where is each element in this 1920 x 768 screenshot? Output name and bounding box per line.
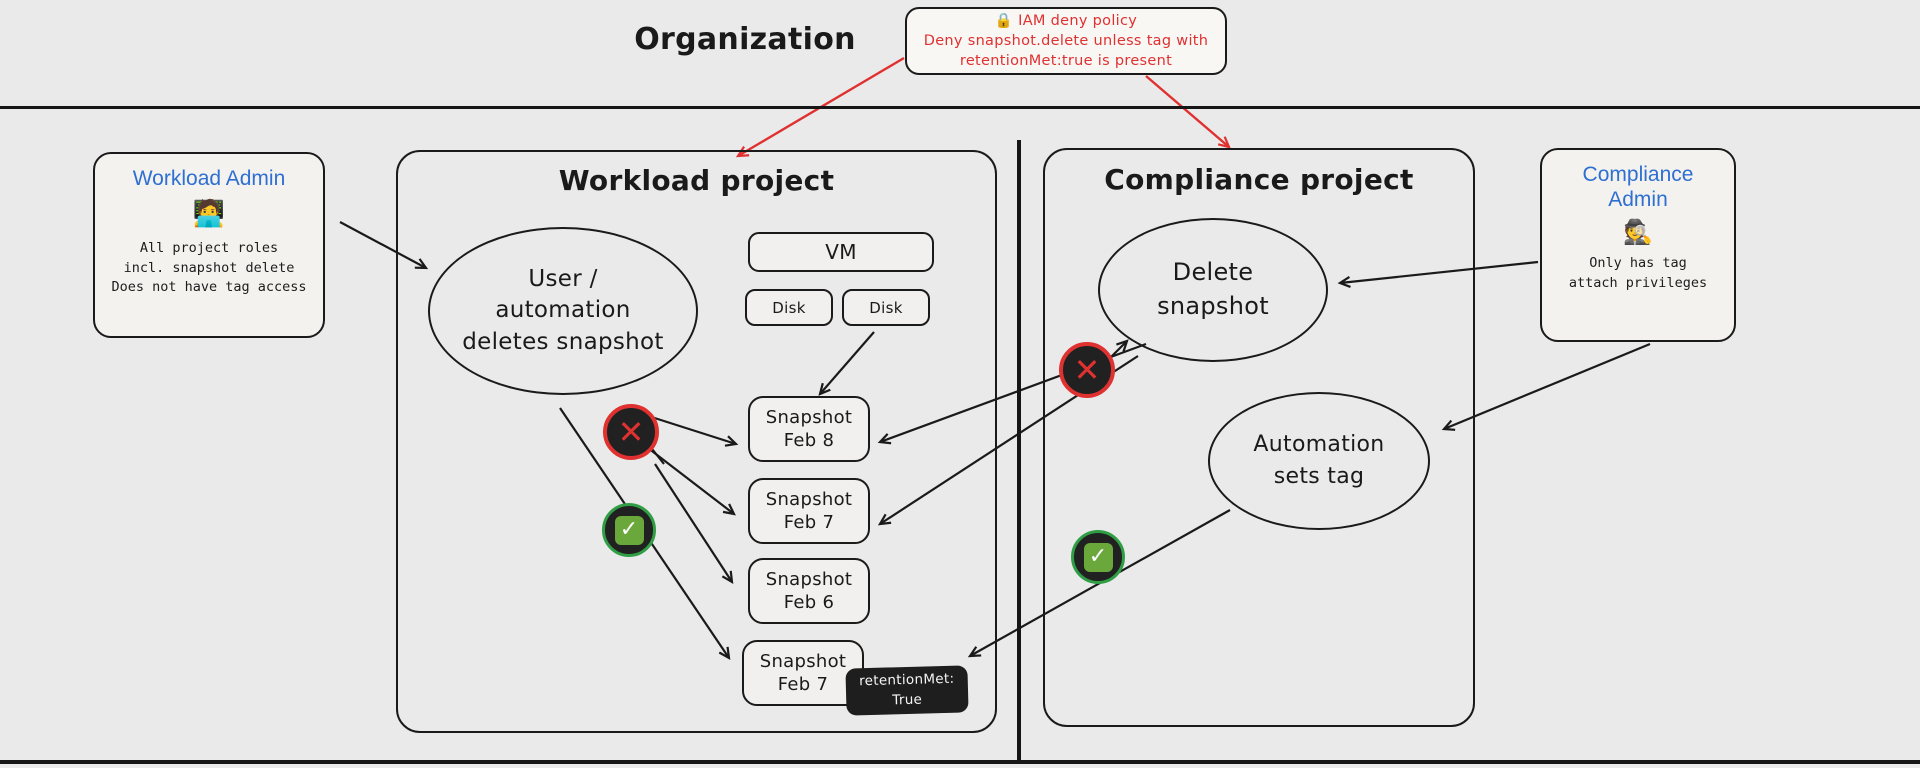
workload-admin-line1: All project roles: [139, 240, 279, 257]
delete-ellipse-line1: Delete: [1172, 258, 1254, 287]
compliance-admin-title-line1: Compliance: [1582, 163, 1694, 186]
lock-icon: 🔒: [994, 12, 1014, 29]
snapshot-feb6-box: Snapshot Feb 6: [748, 558, 870, 624]
organization-title: Organization: [634, 22, 856, 57]
check-mark-icon: ✓: [1083, 542, 1113, 572]
workload-admin-title: Workload Admin: [132, 167, 286, 190]
policy-note-title: IAM deny policy: [1018, 12, 1138, 29]
deny-icon-workload: ✕: [603, 404, 659, 460]
actor-line3: deletes snapshot: [462, 328, 664, 355]
delete-snapshot-ellipse: Delete snapshot: [1098, 218, 1328, 362]
arrow-policy-to-compliance-project: [1145, 75, 1231, 149]
compliance-admin-line1: Only has tag: [1589, 255, 1687, 272]
iam-deny-policy-note: 🔒 IAM deny policy Deny snapshot.delete u…: [905, 7, 1227, 75]
compliance-project-title: Compliance project: [1104, 163, 1414, 196]
allow-icon-workload: ✓: [602, 503, 656, 557]
deny-icon-compliance: ✕: [1059, 342, 1115, 398]
disk-box-1: Disk: [745, 289, 833, 326]
delete-ellipse-line2: snapshot: [1157, 292, 1269, 320]
retention-tag-badge: retentionMet: True: [845, 665, 969, 716]
policy-note-line2: Deny snapshot.delete unless tag with: [923, 32, 1209, 49]
compliance-admin-title: Compliance Admin: [1583, 162, 1694, 212]
compliance-admin-card: Compliance Admin 🕵️ Only has tag attach …: [1540, 148, 1736, 342]
workload-project-frame: [396, 150, 997, 733]
automation-ellipse-line2: sets tag: [1273, 464, 1365, 489]
workload-admin-line2: incl. snapshot delete: [123, 259, 295, 276]
x-mark-icon: ✕: [1073, 351, 1101, 389]
vm-box: VM: [748, 232, 934, 272]
compliance-project-frame: [1043, 148, 1475, 727]
compliance-admin-line2: attach privileges: [1568, 274, 1708, 291]
snapshot-feb6-date: Feb 6: [783, 592, 835, 613]
actor-ellipse: User / automation deletes snapshot: [428, 227, 698, 395]
actor-line1: User /: [528, 266, 598, 293]
snapshot-feb7-label: Snapshot: [765, 488, 853, 510]
snapshot-feb6-label: Snapshot: [765, 568, 853, 590]
x-mark-icon: ✕: [617, 413, 645, 451]
workload-admin-line3: Does not have tag access: [111, 279, 307, 296]
allow-icon-compliance: ✓: [1071, 530, 1125, 584]
retention-tag-value: True: [892, 691, 923, 708]
snapshot-feb7-tagged-date: Feb 7: [777, 674, 829, 695]
policy-note-line3: retentionMet:true is present: [959, 53, 1173, 70]
automation-sets-tag-ellipse: Automation sets tag: [1208, 392, 1430, 530]
project-separator-line: [1017, 140, 1021, 762]
bottom-divider-line: [0, 760, 1920, 764]
automation-ellipse-line1: Automation: [1253, 432, 1385, 458]
detective-emoji-icon: 🕵️: [1623, 218, 1653, 247]
snapshot-feb8-label: Snapshot: [765, 406, 853, 428]
check-mark-icon: ✓: [614, 515, 644, 545]
snapshot-feb7-box: Snapshot Feb 7: [748, 478, 870, 544]
policy-note-line1: 🔒 IAM deny policy: [907, 11, 1225, 31]
snapshot-feb8-box: Snapshot Feb 8: [748, 396, 870, 462]
compliance-admin-description: Only has tag attach privileges: [1569, 254, 1707, 293]
workload-project-title: Workload project: [558, 164, 835, 197]
technologist-emoji-icon: 🧑‍💻: [192, 199, 226, 230]
snapshot-feb7-tagged-label: Snapshot: [759, 650, 847, 672]
snapshot-feb7-tagged-box: Snapshot Feb 7: [742, 640, 864, 706]
workload-admin-description: All project roles incl. snapshot delete …: [111, 239, 306, 298]
snapshot-feb7-date: Feb 7: [783, 512, 835, 533]
actor-line2: automation: [495, 297, 631, 324]
workload-admin-card: Workload Admin 🧑‍💻 All project roles inc…: [93, 152, 325, 338]
disk-box-2: Disk: [842, 289, 930, 326]
top-divider-line: [0, 106, 1920, 109]
snapshot-feb8-date: Feb 8: [783, 430, 835, 451]
compliance-admin-title-line2: Admin: [1608, 188, 1668, 212]
